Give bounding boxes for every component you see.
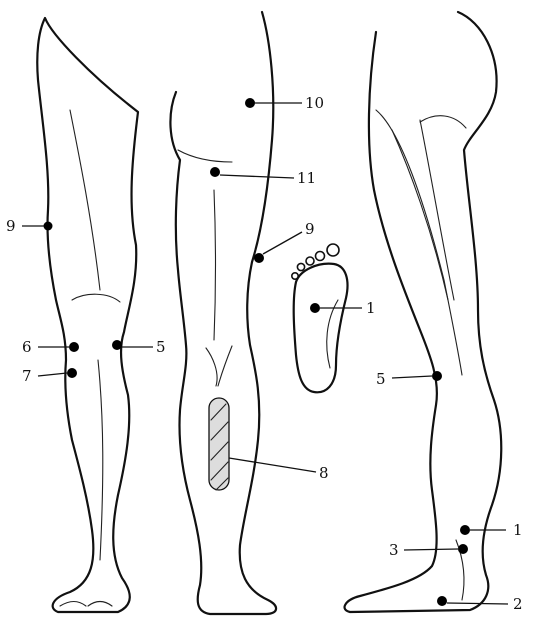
side-point-2-leader <box>447 603 508 604</box>
back-point-10-dot <box>245 98 255 108</box>
front-shin-line <box>98 360 103 560</box>
back-point-9-label: 9 <box>305 220 315 238</box>
sole-point-1-label: 1 <box>366 299 376 317</box>
front-leg-outline <box>37 18 138 612</box>
front-point-7-dot <box>67 368 77 378</box>
side-thigh-muscle-2 <box>392 130 448 300</box>
front-point-7-leader <box>38 373 67 376</box>
side-point-2-dot <box>437 596 447 606</box>
side-point-3-leader <box>404 549 458 550</box>
side-point-3-dot <box>458 544 468 554</box>
back-thigh-line <box>214 190 216 340</box>
front-point-6-dot <box>69 342 79 352</box>
sole-toe-3 <box>306 257 314 265</box>
side-point-5-label: 5 <box>376 370 386 388</box>
back-point-11-leader <box>220 175 294 178</box>
back-buttock-fold <box>178 150 232 162</box>
sole-point-1-dot <box>310 303 320 313</box>
front-toes <box>60 602 112 607</box>
side-hip-line <box>420 116 466 128</box>
back-knee-crease <box>206 346 232 386</box>
back-point-10-label: 10 <box>305 94 324 112</box>
back-point-9-leader <box>263 232 302 254</box>
front-leg-view: 9 6 5 7 <box>6 18 166 612</box>
sole-outline <box>294 264 348 393</box>
side-point-5-dot <box>432 371 442 381</box>
back-point-11-dot <box>210 167 220 177</box>
back-leg-view: 10 11 9 8 <box>170 12 328 614</box>
back-point-8-leader <box>229 458 316 472</box>
back-point-9-dot <box>254 253 264 263</box>
side-thigh-muscle-1 <box>376 110 462 375</box>
front-point-6-label: 6 <box>22 338 32 356</box>
front-point-7-label: 7 <box>22 367 32 385</box>
front-point-9-label: 9 <box>6 217 16 235</box>
front-knee-contour <box>72 294 120 302</box>
back-leg-outline <box>170 12 276 614</box>
side-point-1-dot <box>460 525 470 535</box>
front-thigh-line <box>70 110 100 290</box>
sole-toe-2 <box>316 252 325 261</box>
sole-toe-4 <box>297 263 304 270</box>
front-point-9-dot <box>44 222 53 231</box>
sole-view: 1 <box>292 244 376 392</box>
back-point-11-label: 11 <box>297 169 316 187</box>
side-point-3-label: 3 <box>389 541 399 559</box>
back-point-8-label: 8 <box>319 464 329 482</box>
side-point-2-label: 2 <box>513 595 523 613</box>
front-point-5-label: 5 <box>156 338 166 356</box>
side-point-1-label: 1 <box>513 521 523 539</box>
front-point-5-dot <box>112 340 122 350</box>
sole-toe-1 <box>327 244 339 256</box>
side-point-5-leader <box>392 376 432 378</box>
sole-toe-5 <box>292 273 298 279</box>
